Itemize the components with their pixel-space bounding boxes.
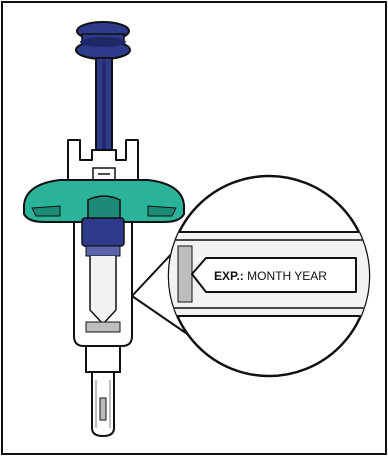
expiry-label: EXP.: MONTH YEAR	[214, 269, 327, 283]
label-arrow-icon	[191, 257, 357, 293]
syringe-barrel	[73, 217, 133, 347]
plunger-stopper	[81, 217, 125, 247]
expiry-label-bold: EXP.:	[214, 269, 244, 283]
magnifier-circle: EXP.: MONTH YEAR	[167, 174, 371, 378]
finger-flange	[23, 179, 185, 223]
needle-cap	[85, 345, 121, 438]
expiry-label-date: MONTH YEAR	[244, 269, 327, 283]
